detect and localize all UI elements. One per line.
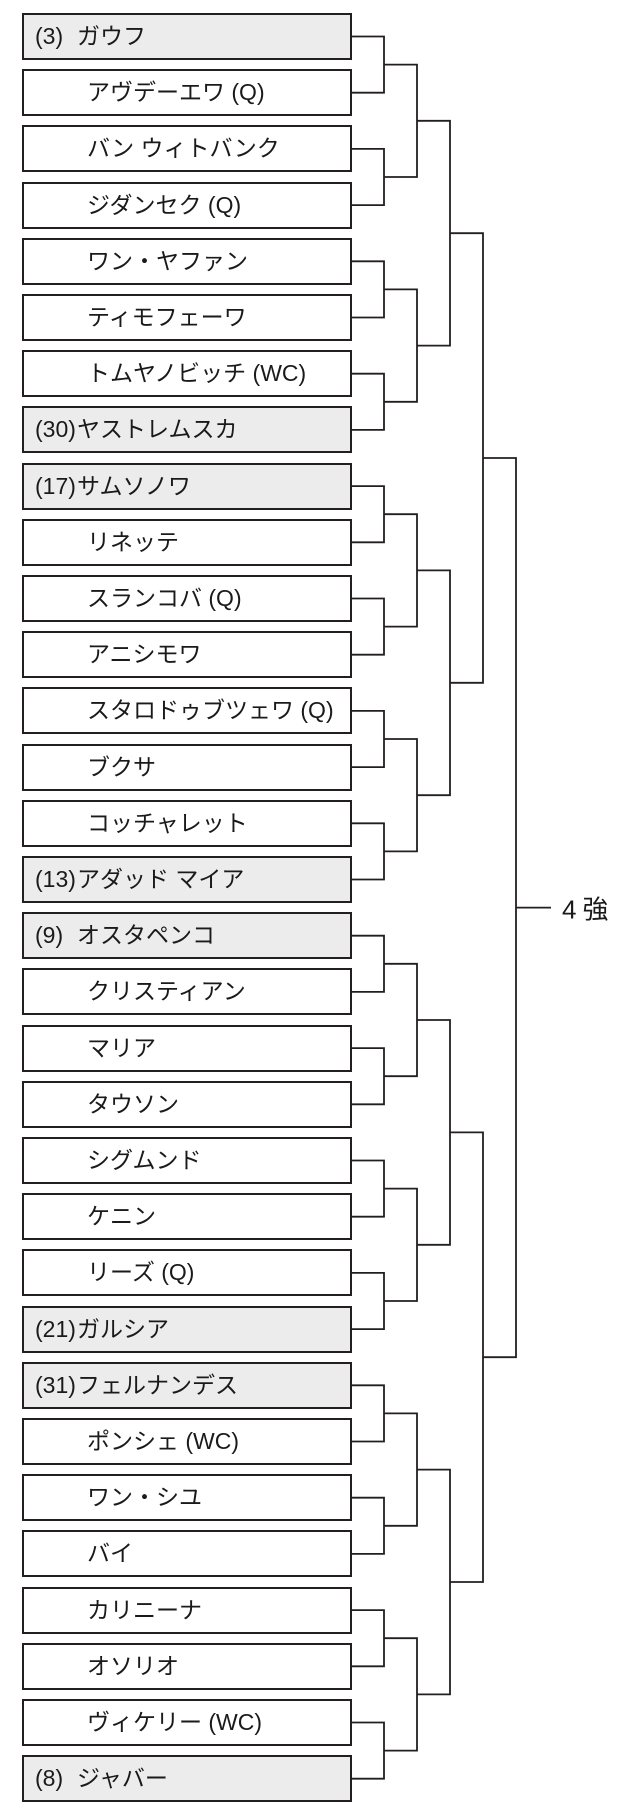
player-name: マリア — [87, 1034, 156, 1061]
seed-label: (17) — [35, 472, 76, 499]
player-name: アヴデーエワ (Q) — [87, 79, 265, 106]
seed-label: (9) — [35, 922, 64, 949]
player-name: アダッド マイア — [77, 866, 245, 892]
player-box-15: コッチャレット — [22, 799, 352, 847]
player-box-9: (17)サムソノワ — [22, 462, 352, 510]
player-name: オソリオ — [87, 1652, 179, 1679]
player-box-8: (30)ヤストレムスカ — [22, 406, 352, 454]
player-box-24: (21)ガルシア — [22, 1305, 352, 1353]
player-box-20: タウソン — [22, 1080, 352, 1128]
player-box-3: バン ウィトバンク — [22, 125, 352, 173]
player-box-19: マリア — [22, 1024, 352, 1072]
seed-label: (8) — [35, 1765, 64, 1792]
player-box-13: スタロドゥブツェワ (Q) — [22, 687, 352, 735]
player-box-1: (3) ガウフ — [22, 13, 352, 60]
player-name: ジャバー — [77, 1765, 168, 1792]
player-box-31: ヴィケリー (WC) — [22, 1699, 352, 1746]
player-name: ポンシェ (WC) — [87, 1428, 240, 1454]
player-name: バン ウィトバンク — [87, 135, 280, 162]
player-box-16: (13)アダッド マイア — [22, 856, 352, 903]
player-box-14: ブクサ — [22, 743, 352, 791]
player-name: ヤストレムスカ — [77, 416, 238, 443]
player-box-18: クリスティアン — [22, 968, 352, 1016]
seed-label: (21) — [35, 1315, 76, 1342]
player-name: シグムンド — [87, 1147, 202, 1173]
player-box-27: ワン・シユ — [22, 1474, 352, 1522]
player-box-17: (9) オスタペンコ — [22, 912, 352, 960]
player-name: ワン・シユ — [87, 1484, 202, 1511]
player-name: トムヤノビッチ (WC) — [87, 360, 307, 387]
player-name: フェルナンデス — [77, 1371, 238, 1398]
player-name: ブクサ — [87, 753, 156, 780]
seed-label: (31) — [35, 1371, 76, 1398]
player-name: ヴィケリー (WC) — [87, 1709, 263, 1735]
player-box-5: ワン・ヤファン — [22, 237, 352, 285]
player-box-11: スランコバ (Q) — [22, 575, 352, 622]
player-box-12: アニシモワ — [22, 631, 352, 679]
player-box-6: ティモフェーワ — [22, 294, 352, 341]
player-box-7: トムヤノビッチ (WC) — [22, 350, 352, 398]
player-box-28: バイ — [22, 1530, 352, 1578]
player-name: カリニーナ — [87, 1596, 202, 1623]
player-name: サムソノワ — [77, 472, 191, 499]
player-box-26: ポンシェ (WC) — [22, 1418, 352, 1465]
player-name: リーズ (Q) — [87, 1259, 195, 1286]
player-box-29: カリニーナ — [22, 1586, 352, 1634]
player-name: オスタペンコ — [77, 922, 215, 949]
player-name: ジダンセク (Q) — [87, 191, 242, 218]
player-name: コッチャレット — [87, 809, 248, 836]
seed-label: (30) — [35, 416, 76, 443]
player-name: スタロドゥブツェワ (Q) — [87, 697, 334, 724]
seed-label: (3) — [35, 23, 64, 49]
result-label: 4強 — [562, 894, 615, 925]
player-name: スランコバ (Q) — [87, 585, 242, 611]
player-name: アニシモワ — [87, 641, 202, 668]
player-box-22: ケニン — [22, 1193, 352, 1241]
player-name: リネッテ — [87, 528, 179, 555]
player-name: ガルシア — [77, 1315, 169, 1342]
player-box-2: アヴデーエワ (Q) — [22, 69, 352, 117]
player-name: ワン・ヤファン — [87, 247, 248, 274]
player-name: ケニン — [87, 1203, 156, 1230]
player-name: バイ — [87, 1540, 133, 1567]
player-box-23: リーズ (Q) — [22, 1249, 352, 1297]
player-box-21: シグムンド — [22, 1137, 352, 1184]
seed-label: (13) — [35, 866, 76, 892]
player-box-32: (8) ジャバー — [22, 1755, 352, 1803]
player-box-30: オソリオ — [22, 1642, 352, 1690]
player-name: ガウフ — [77, 23, 146, 49]
player-name: クリスティアン — [87, 978, 246, 1005]
player-box-10: リネッテ — [22, 518, 352, 566]
player-box-4: ジダンセク (Q) — [22, 181, 352, 229]
player-name: ティモフェーワ — [87, 304, 247, 330]
player-name: タウソン — [87, 1090, 179, 1117]
player-box-25: (31)フェルナンデス — [22, 1361, 352, 1409]
